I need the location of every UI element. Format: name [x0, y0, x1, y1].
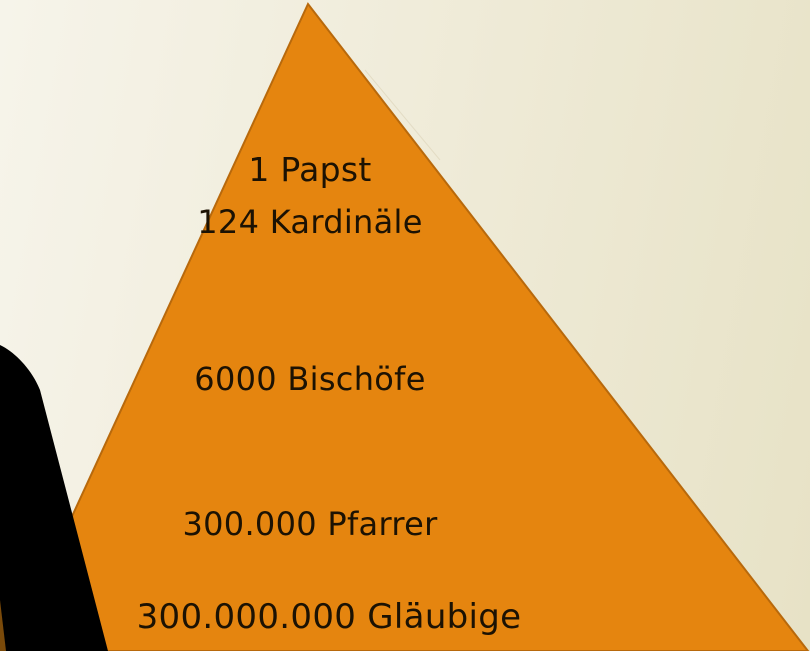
silhouette-highlight — [0, 600, 6, 651]
background-line — [364, 69, 441, 161]
level-label-pfarrer: 300.000 Pfarrer — [182, 505, 438, 543]
black-silhouette-shape — [0, 345, 108, 651]
pyramid-shape — [8, 2, 810, 651]
level-label-bischoefe: 6000 Bischöfe — [194, 360, 426, 398]
level-label-kardinaele: 124 Kardinäle — [197, 203, 423, 241]
level-label-papst: 1 Papst — [248, 150, 372, 189]
level-label-glaeubige: 300.000.000 Gläubige — [136, 597, 522, 637]
